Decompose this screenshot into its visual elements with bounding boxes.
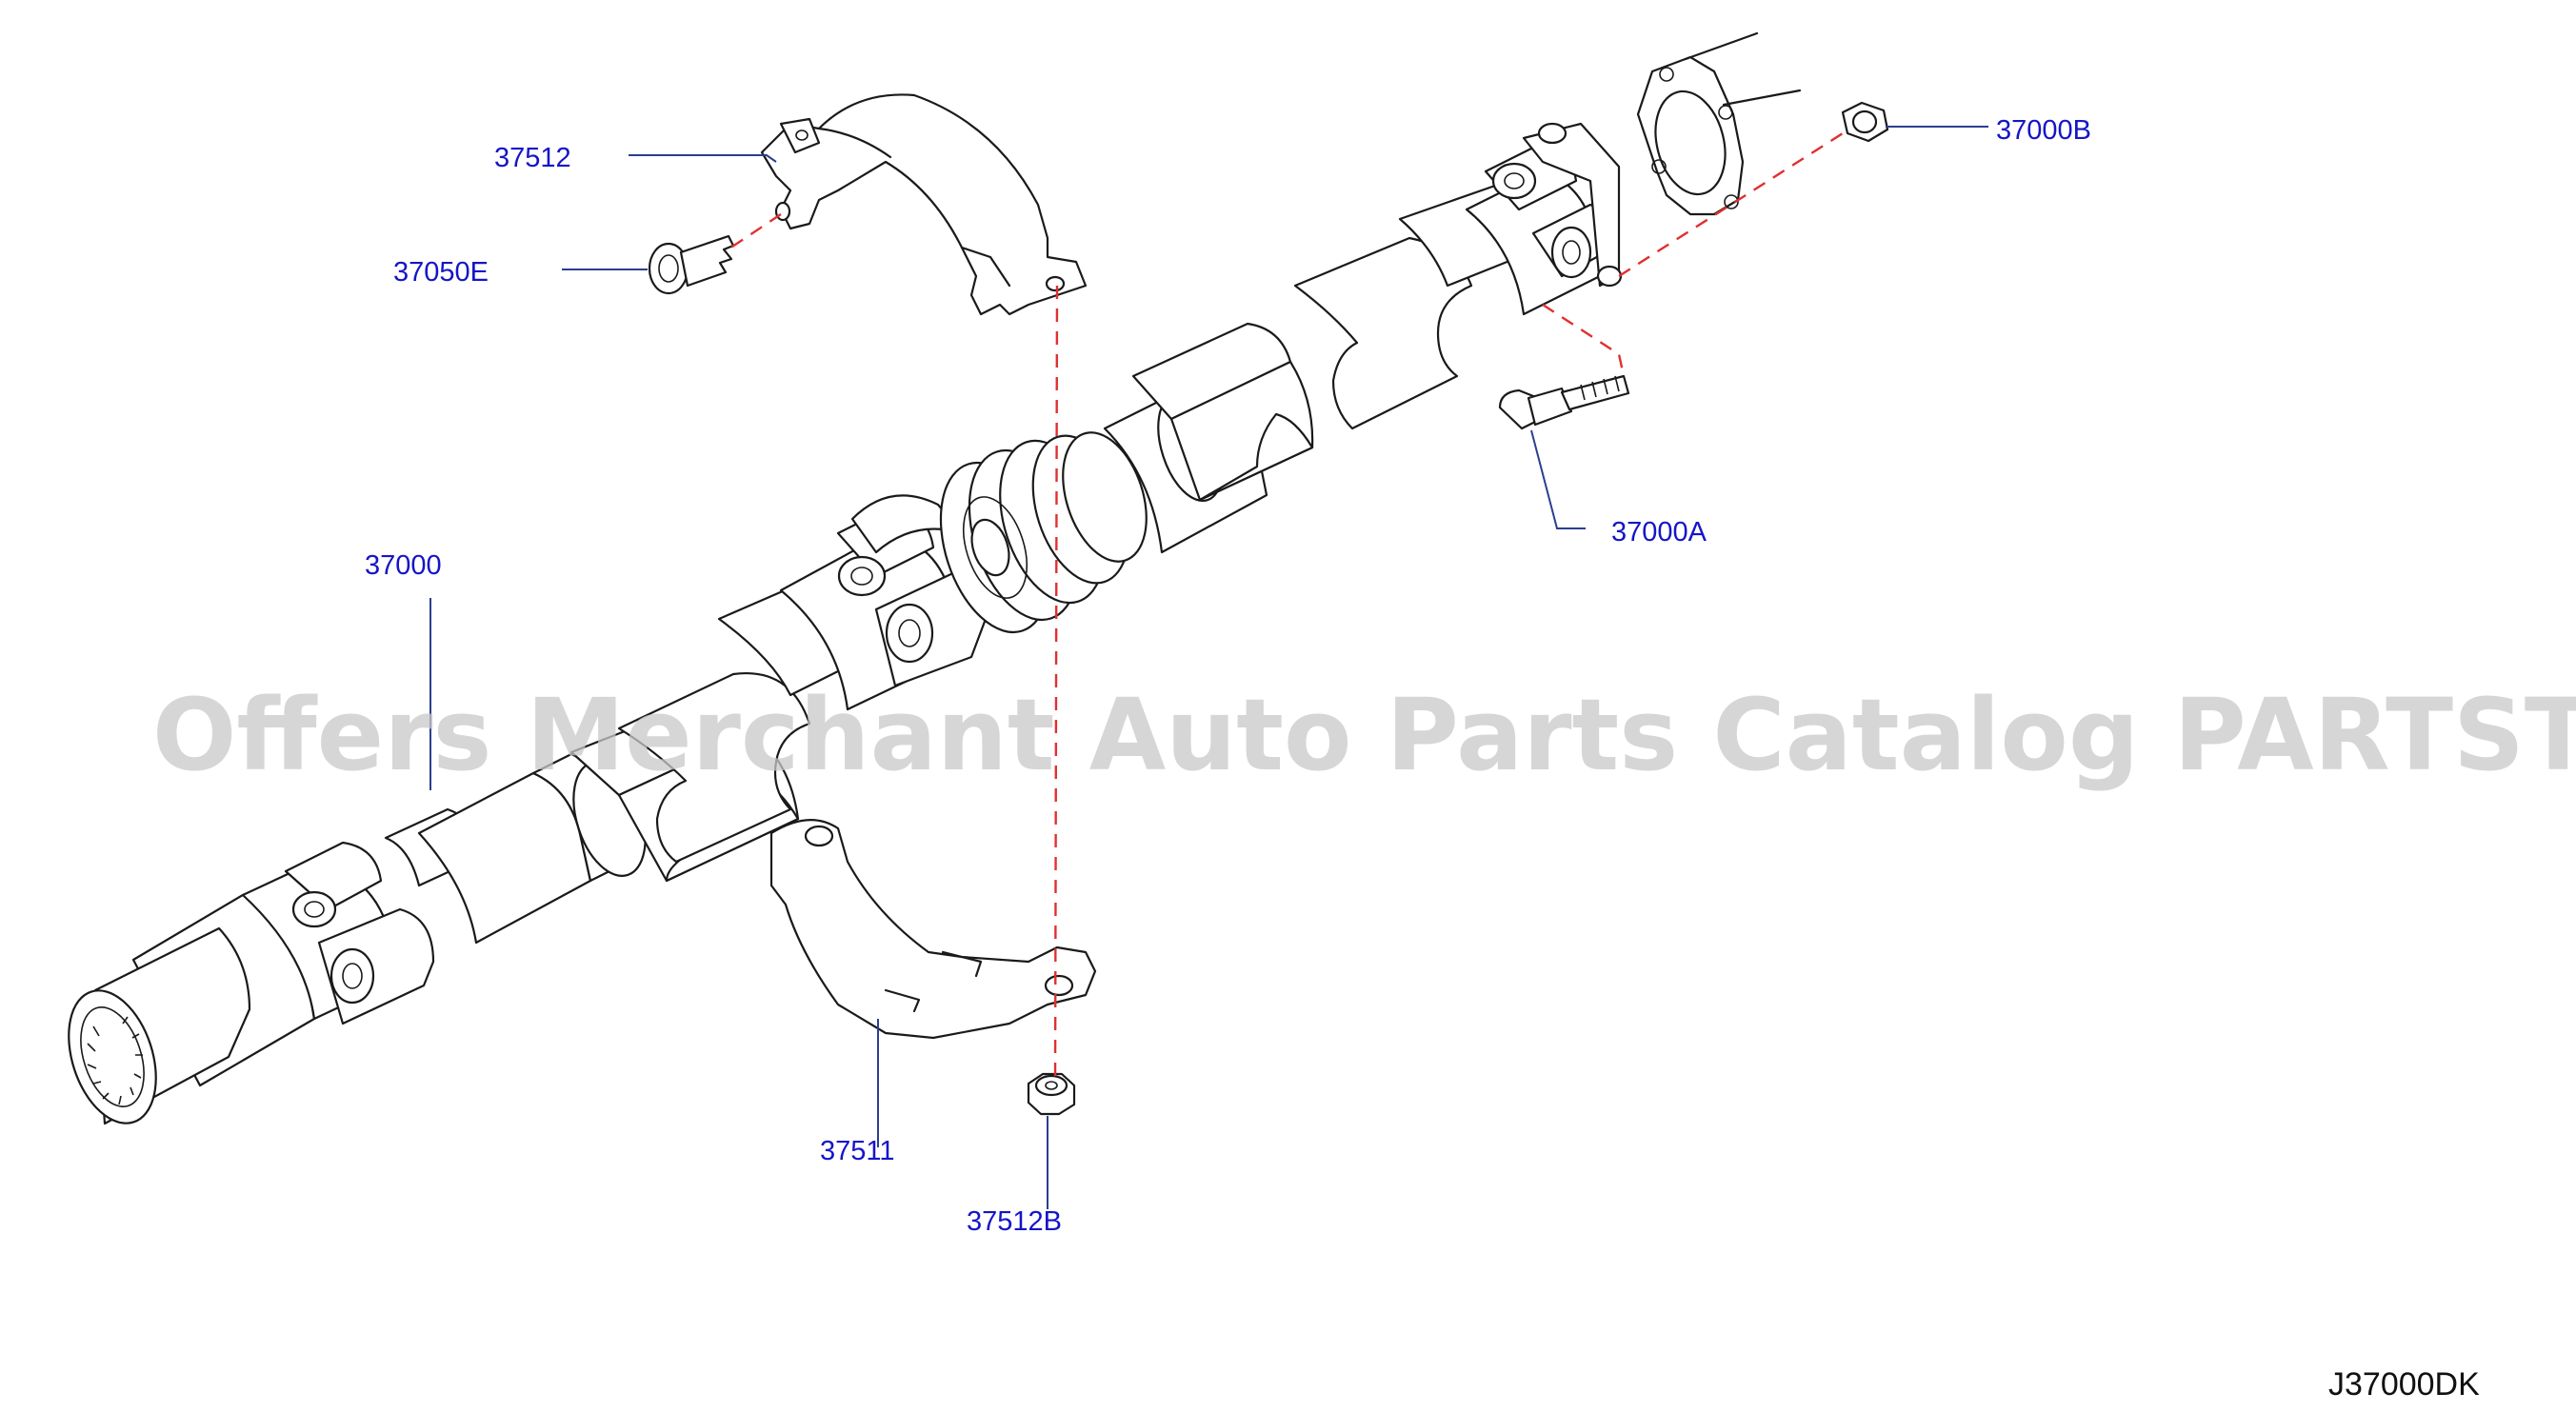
- diagram-code: J37000DK: [2328, 1366, 2480, 1403]
- callout-37511: 37511: [820, 1136, 895, 1166]
- watermark: Offers Merchant Auto Parts Catalog PARTS…: [152, 677, 2576, 793]
- nut-37000b: [1841, 101, 1889, 143]
- nut-37512b: [1027, 1072, 1076, 1116]
- center-universal-joint: [779, 494, 988, 711]
- clip-37050e: [648, 234, 735, 295]
- propeller-shaft: [68, 122, 1623, 1125]
- bolt-37000a: [1498, 374, 1630, 430]
- center-bearing-boot: [939, 431, 1148, 634]
- rear-tube: [1103, 184, 1545, 554]
- front-slip-yoke: [68, 893, 316, 1125]
- upper-bracket: [760, 93, 1088, 316]
- companion-flange: [1636, 31, 1802, 216]
- alignment-lines: [723, 131, 1844, 1086]
- leader-lines: [429, 126, 1988, 1209]
- rear-universal-joint: [1465, 122, 1623, 316]
- callout-37000b: 37000B: [1996, 115, 2091, 146]
- callout-37000a: 37000A: [1611, 517, 1707, 547]
- callout-37050e: 37050E: [393, 257, 489, 288]
- callout-37000: 37000: [365, 550, 442, 581]
- callout-37512: 37512: [494, 143, 571, 173]
- callout-37512b: 37512B: [967, 1206, 1062, 1237]
- lower-bracket: [769, 819, 1097, 1040]
